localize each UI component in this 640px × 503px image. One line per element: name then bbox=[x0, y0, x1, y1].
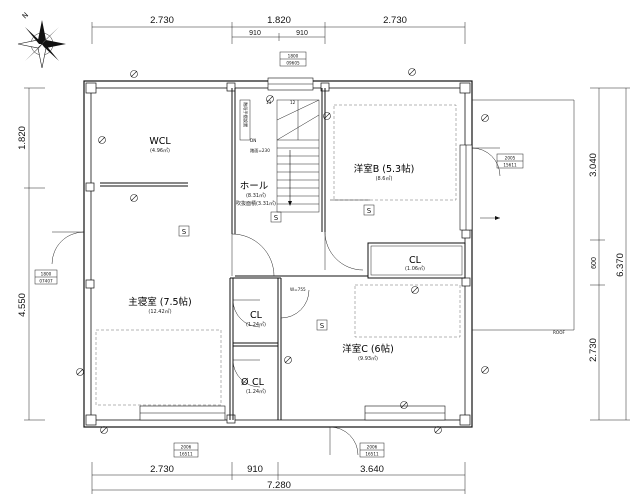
outlet-icon bbox=[411, 286, 419, 294]
svg-text:07407: 07407 bbox=[39, 279, 53, 284]
stair-number-2: 12 bbox=[290, 100, 296, 105]
dim-top-3: 2.730 bbox=[383, 15, 407, 26]
north-arrow-icon: N bbox=[17, 11, 66, 69]
outlet-icon bbox=[481, 114, 489, 122]
outlet-icon bbox=[100, 426, 108, 434]
dim-top-sub-2: 910 bbox=[296, 30, 308, 37]
smoke-detector-icon: S bbox=[316, 319, 328, 331]
right-dimensions: 3.040 600 2.730 6.370 bbox=[588, 87, 630, 421]
outlet-icon bbox=[408, 68, 416, 76]
svg-text:1800: 1800 bbox=[288, 54, 299, 59]
window-tags: 1800 09605 2005 15611 1800 07407 2006 16… bbox=[34, 51, 524, 458]
doors bbox=[51, 147, 501, 456]
room-cl-low-name: CL bbox=[252, 377, 265, 388]
svg-text:16511: 16511 bbox=[365, 452, 379, 457]
svg-text:S: S bbox=[274, 214, 279, 222]
dim-top-sub-1: 910 bbox=[249, 30, 261, 37]
stair-tread-note: 踏面=230 bbox=[250, 147, 270, 154]
room-master-area: (12.42㎡) bbox=[148, 308, 171, 315]
room-youshitsu-b-area: (8.6㎡) bbox=[376, 175, 393, 182]
room-labels: WCL (4.96㎡) ホール (8.31㎡) 吹抜面積(3.31㎡) 洋室B … bbox=[128, 136, 425, 395]
door-width-label: W=755 bbox=[290, 287, 306, 292]
room-youshitsu-c-name: 洋室C (6帖) bbox=[342, 343, 394, 355]
room-cl-low-area: (1.24㎡) bbox=[246, 388, 266, 395]
window-tag-right: 2005 15611 bbox=[496, 153, 524, 169]
dim-top-2: 1.820 bbox=[267, 15, 291, 26]
outlet-icon bbox=[76, 368, 84, 376]
window-tag-left: 1800 07407 bbox=[34, 269, 58, 285]
windows bbox=[139, 77, 473, 421]
outlet-symbols bbox=[76, 68, 489, 434]
dim-right-2: 600 bbox=[591, 257, 598, 269]
room-hall-name: ホール bbox=[240, 181, 269, 192]
furniture-outlines bbox=[95, 104, 461, 406]
dim-bottom-2: 910 bbox=[247, 464, 263, 475]
room-hall-area: (8.31㎡) bbox=[246, 192, 266, 199]
dim-bottom-3: 3.640 bbox=[360, 464, 384, 475]
dim-right-total: 6.370 bbox=[615, 253, 626, 277]
svg-text:15611: 15611 bbox=[503, 163, 517, 168]
svg-text:1800: 1800 bbox=[41, 272, 52, 277]
room-cl-right-name: CL bbox=[409, 255, 422, 266]
room-wcl-area: (4.96㎡) bbox=[150, 147, 170, 154]
smoke-detector-icon: S bbox=[178, 225, 190, 237]
stair-dn-label: DN bbox=[250, 138, 256, 143]
outlet-icon bbox=[481, 366, 489, 374]
outlet-icon bbox=[130, 194, 138, 202]
dim-bottom-1: 2.730 bbox=[150, 464, 174, 475]
dim-left-1: 1.820 bbox=[17, 126, 28, 150]
bottom-dimensions: 2.730 910 3.640 7.280 bbox=[91, 462, 466, 494]
smoke-detectors: S S S S bbox=[178, 204, 375, 331]
svg-text:16511: 16511 bbox=[179, 452, 193, 457]
outlet-icon bbox=[284, 356, 292, 364]
roof-outline: ROOF bbox=[472, 99, 575, 335]
smoke-detector-icon: S bbox=[270, 211, 282, 223]
outlet-icon bbox=[400, 401, 408, 409]
room-wcl-name: WCL bbox=[149, 136, 171, 147]
outlet-icon bbox=[266, 95, 274, 103]
svg-text:S: S bbox=[182, 228, 187, 236]
stair-handrail-note: 階段手摺設置 bbox=[242, 102, 249, 127]
staircase: DN 踏面=230 階段手摺設置 13 12 bbox=[239, 99, 320, 213]
room-cl-mid-area: (1.24㎡) bbox=[246, 321, 266, 328]
outlet-icon bbox=[323, 112, 331, 120]
room-youshitsu-b-name: 洋室B (5.3帖) bbox=[354, 163, 415, 175]
svg-text:09605: 09605 bbox=[286, 61, 300, 66]
dim-right-3: 2.730 bbox=[588, 338, 599, 362]
svg-text:S: S bbox=[367, 207, 372, 215]
roof-label: ROOF bbox=[553, 330, 566, 335]
outlet-icon bbox=[130, 70, 138, 78]
outlet-icon bbox=[434, 426, 442, 434]
window-tag-top: 1800 09605 bbox=[279, 51, 307, 67]
svg-text:2006: 2006 bbox=[367, 445, 378, 450]
room-cl-mid-name: CL bbox=[250, 310, 263, 321]
room-master-name: 主寝室 (7.5帖) bbox=[128, 296, 192, 308]
svg-text:S: S bbox=[320, 322, 325, 330]
room-youshitsu-c-area: (9.93㎡) bbox=[358, 355, 378, 362]
phi-symbol: Ø bbox=[241, 377, 248, 388]
outlet-icon bbox=[98, 136, 106, 144]
dim-right-1: 3.040 bbox=[588, 153, 599, 177]
left-dimensions: 1.820 4.550 bbox=[17, 87, 45, 421]
svg-text:2005: 2005 bbox=[505, 156, 516, 161]
window-tag-bottom-left: 2006 16511 bbox=[173, 442, 199, 458]
svg-text:2006: 2006 bbox=[181, 445, 192, 450]
smoke-detector-icon: S bbox=[363, 204, 375, 216]
room-cl-right-area: (1.06㎡) bbox=[405, 265, 425, 272]
svg-text:N: N bbox=[21, 11, 30, 20]
dim-bottom-total: 7.280 bbox=[267, 480, 291, 491]
dim-top-1: 2.730 bbox=[150, 15, 174, 26]
room-hall-note: 吹抜面積(3.31㎡) bbox=[236, 200, 276, 207]
window-tag-bottom-right: 2006 16511 bbox=[359, 442, 385, 458]
top-dimensions: 2.730 1.820 2.730 910 910 bbox=[91, 15, 466, 44]
dim-left-2: 4.550 bbox=[17, 293, 28, 317]
